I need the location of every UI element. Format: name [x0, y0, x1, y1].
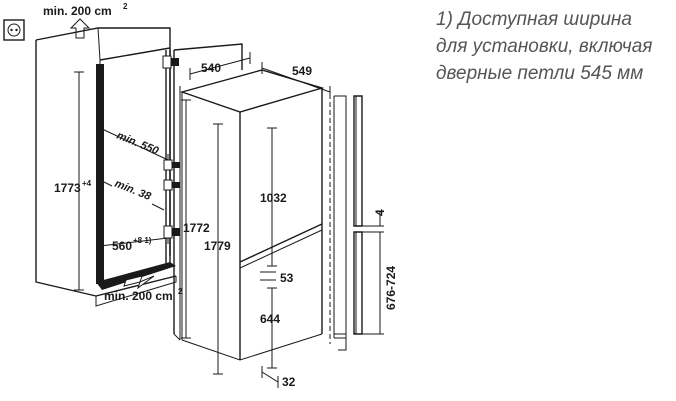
- width-540-label: 540: [201, 61, 221, 75]
- vent-top-sup: 2: [123, 2, 128, 11]
- cabinet-niche: [35, 27, 177, 307]
- dimension-1779: [213, 123, 223, 375]
- fridge-body: [179, 69, 325, 361]
- side-view: [329, 94, 363, 351]
- power-socket-icon: [3, 19, 25, 41]
- dimension-644: [267, 287, 277, 369]
- hinge-top-icon: [162, 55, 179, 69]
- dimension-1032: [267, 127, 277, 267]
- height-1773-sup: +4: [82, 179, 92, 188]
- dimension-1773: [74, 71, 84, 291]
- note-line-1: 1) Доступная ширина: [436, 9, 632, 30]
- offset-32-label: 32: [282, 375, 296, 389]
- air-outflow-arrow-icon: [69, 18, 91, 39]
- gap-53-label: 53: [280, 271, 294, 285]
- dimension-32: [261, 366, 279, 388]
- hinge-bottom-icon: [163, 225, 180, 239]
- dimension-1772: [181, 99, 191, 339]
- note-line-2: для установки, включая: [436, 36, 653, 57]
- width-560-sup: +8 1): [133, 236, 152, 245]
- dimension-540: [189, 52, 251, 80]
- dimension-53: [260, 271, 276, 281]
- height-644-label: 644: [260, 312, 280, 326]
- vent-top-label: min. 200 cm: [43, 4, 112, 18]
- note-line-3: дверные петли 545 мм: [436, 63, 644, 84]
- depth-549-label: 549: [292, 64, 312, 78]
- installation-note: 1) Доступная ширина для установки, включ…: [436, 6, 672, 87]
- hinge-mid-2-icon: [163, 179, 180, 191]
- hinge-column: [162, 50, 180, 264]
- dimension-676-724: [362, 232, 384, 335]
- air-inflow-arrow-icon: [123, 275, 155, 290]
- height-1032-label: 1032: [260, 191, 287, 205]
- height-1772-label: 1772: [183, 221, 210, 235]
- gap-38-label: min. 38: [113, 178, 153, 204]
- height-1773-label: 1773: [54, 181, 81, 195]
- height-1779-label: 1779: [204, 239, 231, 253]
- dimension-min-38: [103, 181, 165, 211]
- range-676-724-label: 676-724: [384, 266, 398, 310]
- gap-4-label: 4: [373, 209, 387, 216]
- vent-bottom-label: min. 200 cm: [104, 289, 173, 303]
- depth-550-label: min. 550: [115, 130, 161, 158]
- hinge-mid-1-icon: [163, 159, 180, 171]
- appliance-back-panel: [173, 43, 243, 341]
- width-560-label: 560: [112, 239, 132, 253]
